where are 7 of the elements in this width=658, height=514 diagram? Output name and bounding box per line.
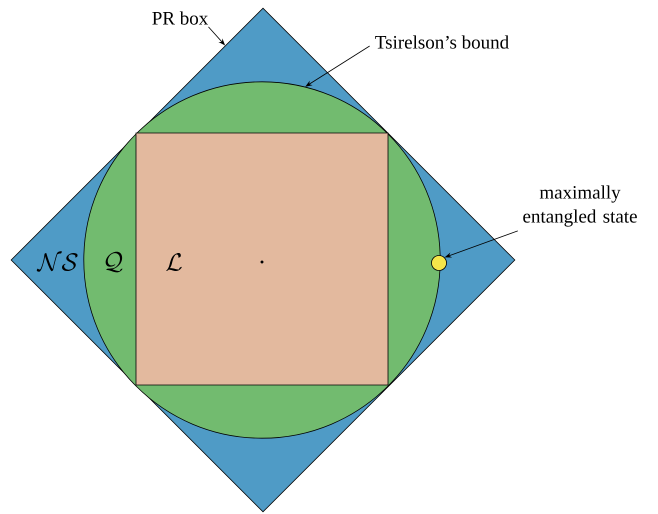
state-dot bbox=[431, 255, 447, 271]
callout-text: Tsirelson’s bound bbox=[375, 35, 509, 49]
set-label: $\mathcal{Q}$ bbox=[106, 252, 122, 272]
set-label: $\mathcal{NS}$ bbox=[36, 251, 78, 272]
callout-text: maximally entangled state bbox=[523, 185, 637, 227]
set-label: $\mathcal{L}$ bbox=[166, 252, 182, 272]
callout-text: PR box bbox=[152, 11, 208, 25]
